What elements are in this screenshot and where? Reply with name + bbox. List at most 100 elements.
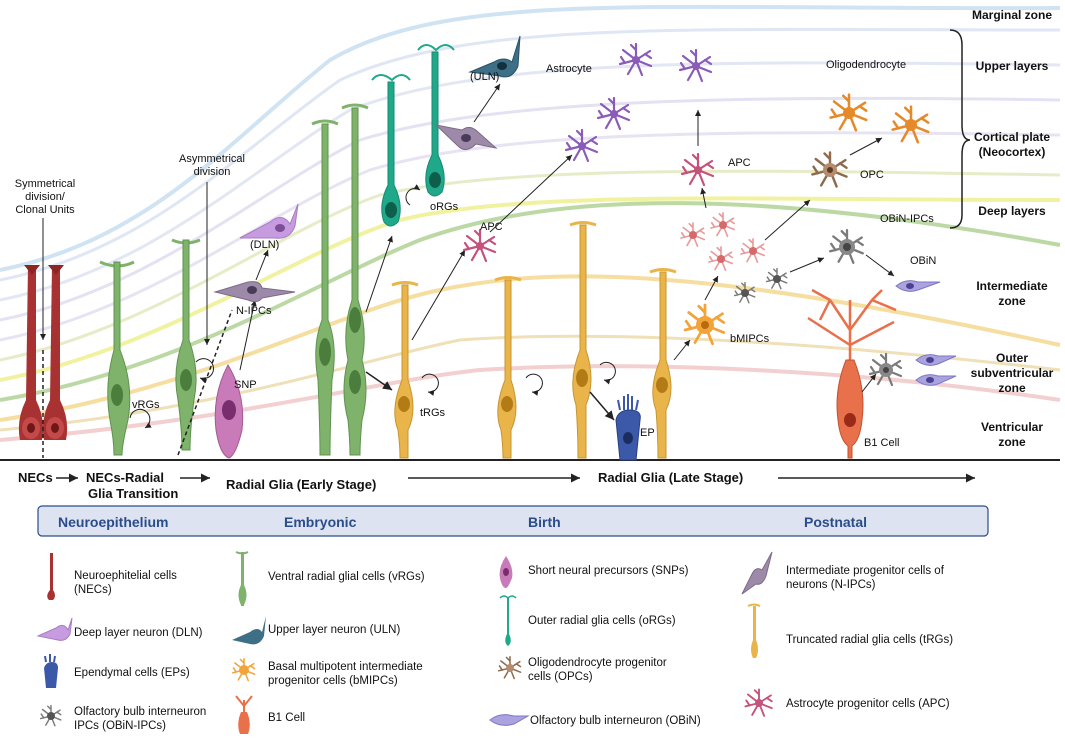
org-cell <box>371 74 411 227</box>
ep-cell <box>615 394 641 461</box>
oligodendrocyte-cell <box>829 93 868 132</box>
trg-cell <box>649 268 677 459</box>
obin-cell <box>915 354 957 366</box>
zone-deep-layers: Deep layers <box>978 204 1046 218</box>
vrg-cell <box>171 238 201 451</box>
timeline-neuroepithelium: Neuroepithelium <box>58 514 168 530</box>
legend-trg: Truncated radial glia cells (tRGs) <box>786 634 953 646</box>
legend-item-uln: Upper layer neuron (ULN) <box>232 616 400 645</box>
legend-item-nipc: Intermediate progenitor cells of neurons… <box>741 551 945 595</box>
asymmetrical-annotation: Asymmetrical division <box>179 153 245 178</box>
legend-bmipc-2: progenitor cells (bMIPCs) <box>268 675 398 687</box>
sym-label-3: Clonal Units <box>15 204 75 216</box>
ep-label: EP <box>640 427 655 439</box>
legend-opc-1: Oligodendrocyte progenitor <box>528 657 667 669</box>
timeline-birth: Birth <box>528 514 561 530</box>
oligodendrocyte-label: Oligodendrocyte <box>826 59 906 71</box>
symmetrical-annotation: Symmetrical division/ Clonal Units <box>15 178 76 216</box>
zone-subventricular: subventricular <box>971 366 1054 380</box>
legend-org: Outer radial glia cells (oRGs) <box>528 615 676 627</box>
astrocyte-cell <box>564 128 599 163</box>
opc-label: OPC <box>860 169 884 181</box>
legend-item-apc: Astrocyte progenitor cells (APC) <box>744 688 950 717</box>
nec-cell <box>42 265 68 440</box>
obin-label: OBiN <box>910 255 936 267</box>
bmipc-cell <box>683 303 726 346</box>
legend-item-nec: Neuroephitelial cells (NECs) <box>47 553 177 600</box>
legend: Neuroephitelial cells (NECs) Deep layer … <box>36 551 953 734</box>
legend-ep: Ependymal cells (EPs) <box>74 667 190 679</box>
nipc-cell <box>434 124 498 150</box>
asym-label-2: division <box>194 166 231 178</box>
legend-item-org: Outer radial glia cells (oRGs) <box>499 595 676 646</box>
stage-late: Radial Glia (Late Stage) <box>598 470 743 485</box>
legend-nec-1: Neuroephitelial cells <box>74 570 177 582</box>
timeline-band: Neuroepithelium Embryonic Birth Postnata… <box>37 505 989 537</box>
legend-uln: Upper layer neuron (ULN) <box>268 624 400 636</box>
zone-intermediate: Intermediate <box>976 279 1048 293</box>
snp-label: SNP <box>234 379 257 391</box>
sym-label-1: Symmetrical <box>15 178 76 190</box>
timeline-embryonic: Embryonic <box>284 514 357 530</box>
bmipcs-label: bMIPCs <box>730 333 770 345</box>
legend-vrg: Ventral radial glial cells (vRGs) <box>268 571 425 583</box>
stage-labels: NECs NECs-Radial Glia Transition Radial … <box>18 470 975 501</box>
obin-ipcs-label: OBiN-IPCs <box>880 213 934 225</box>
zone-upper-layers: Upper layers <box>976 59 1049 73</box>
stage-necs: NECs <box>18 470 53 485</box>
astrocyte-cell <box>678 48 713 83</box>
legend-item-vrg: Ventral radial glial cells (vRGs) <box>235 551 425 606</box>
astrocyte-label: Astrocyte <box>546 63 592 75</box>
legend-obin-ipc-2: IPCs (OBiN-IPCs) <box>74 720 166 732</box>
astrocyte-cell <box>596 96 631 131</box>
obin-cell <box>895 280 941 292</box>
legend-item-ep: Ependymal cells (EPs) <box>44 654 190 688</box>
dln-cell <box>239 203 299 239</box>
zone-ventricular: Ventricular <box>981 420 1043 434</box>
trg-cell <box>569 221 597 459</box>
dln-label: (DLN) <box>250 239 279 251</box>
nipc-cell <box>213 281 296 303</box>
legend-nec-2: (NECs) <box>74 584 112 596</box>
obin-ipc-cell <box>733 281 756 304</box>
legend-snp: Short neural precursors (SNPs) <box>528 565 689 577</box>
obin-ipc-cell <box>868 352 903 387</box>
progenitor-cluster <box>680 212 766 272</box>
zone-osvz-3: zone <box>998 381 1026 395</box>
obin-cell <box>915 374 957 386</box>
legend-apc: Astrocyte progenitor cells (APC) <box>786 698 950 710</box>
orgs-label: oRGs <box>430 201 459 213</box>
nec-cell <box>18 265 44 440</box>
legend-b1: B1 Cell <box>268 712 305 724</box>
trg-cell <box>494 276 522 459</box>
legend-item-obin: Olfactory bulb interneuron (OBiN) <box>489 714 701 727</box>
zone-outer: Outer <box>996 351 1028 365</box>
nec-cells <box>18 265 68 440</box>
zone-neocortex: (Neocortex) <box>979 145 1046 159</box>
vrgs-label: vRGs <box>132 399 160 411</box>
zone-ventricular-2: zone <box>998 435 1026 449</box>
astrocyte-cell <box>618 42 653 77</box>
legend-opc-2: cells (OPCs) <box>528 671 593 683</box>
trg-cell <box>391 281 419 459</box>
stage-transition-2: Glia Transition <box>88 486 178 501</box>
zone-marginal: Marginal zone <box>972 8 1052 22</box>
vrg-cell <box>311 119 339 456</box>
vrg-cell <box>341 103 369 456</box>
snp-cell <box>214 363 244 459</box>
oligodendrocyte-cell <box>891 105 930 144</box>
apc-label-1: APC <box>480 221 503 233</box>
legend-item-opc: Oligodendrocyte progenitor cells (OPCs) <box>498 656 667 683</box>
asym-label-1: Asymmetrical <box>179 153 245 165</box>
legend-nipc-1: Intermediate progenitor cells of <box>786 565 945 577</box>
apc-cell <box>462 228 497 263</box>
legend-obin: Olfactory bulb interneuron (OBiN) <box>530 715 701 727</box>
trgs-label: tRGs <box>420 407 446 419</box>
obin-ipc-cell <box>765 267 788 290</box>
vrg-cell <box>99 260 135 456</box>
sym-label-2: division/ <box>25 191 66 203</box>
legend-dln: Deep layer neuron (DLN) <box>74 627 203 639</box>
legend-obin-ipc-1: Olfactory bulb interneuron <box>74 706 206 718</box>
uln-label: (ULN) <box>470 71 499 83</box>
